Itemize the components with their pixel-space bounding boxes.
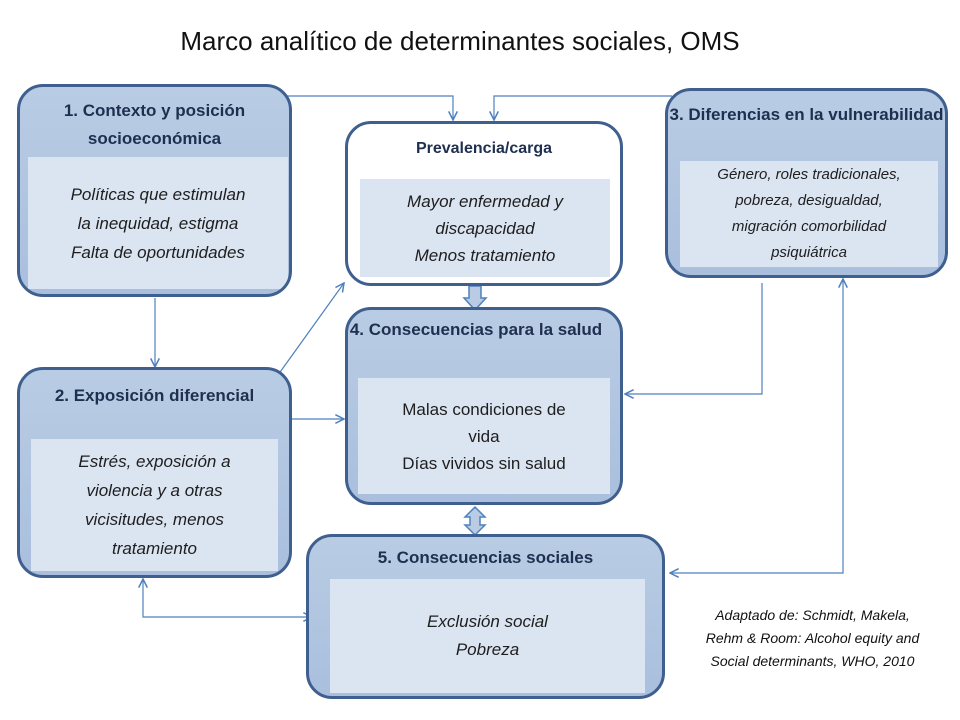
box1-body: Políticas que estimulan la inequidad, es… xyxy=(28,157,288,289)
box3-body: Género, roles tradicionales, pobreza, de… xyxy=(680,161,938,267)
block-arrow-updown xyxy=(463,505,487,537)
arrow-box1-to-prevalence xyxy=(285,95,453,120)
box-prevalence: Prevalencia/carga Mayor enfermedad y dis… xyxy=(345,121,623,286)
box-health-consequences: 4. Consecuencias para la salud Malas con… xyxy=(345,307,623,505)
box2-body: Estrés, exposición a violencia y a otras… xyxy=(31,439,278,571)
arrow-box2-to-prevalence xyxy=(277,283,344,376)
box3-title: 3. Diferencias en la vulnerabilidad xyxy=(669,105,944,124)
box4-body: Malas condiciones de vida Días vividos s… xyxy=(358,378,610,494)
box-vulnerability: 3. Diferencias en la vulnerabilidad Géne… xyxy=(665,88,948,278)
prevalence-title: Prevalencia/carga xyxy=(415,140,553,157)
box4-title: 4. Consecuencias para la salud xyxy=(349,320,603,339)
arrow-box3-to-box4 xyxy=(625,283,763,394)
page-title: Marco analítico de determinantes sociale… xyxy=(180,26,740,56)
box-differential-exposure: 2. Exposición diferencial Estrés, exposi… xyxy=(17,367,292,578)
arrow-box3-to-prevalence xyxy=(494,95,672,120)
box5-body: Exclusión social Pobreza xyxy=(330,579,645,693)
prevalence-body: Mayor enfermedad y discapacidad Menos tr… xyxy=(360,179,610,277)
box2-title: 2. Exposición diferencial xyxy=(54,386,255,405)
arrow-box5-box3 xyxy=(670,279,843,573)
box5-title: 5. Consecuencias sociales xyxy=(377,548,594,567)
box-social-consequences: 5. Consecuencias sociales Exclusión soci… xyxy=(306,534,665,699)
box1-title: 1. Contexto y posición socioeconómica xyxy=(63,101,246,148)
arrow-box2-box5 xyxy=(143,579,312,617)
source-citation: Adaptado de: Schmidt, Makela, Rehm & Roo… xyxy=(705,607,920,669)
box-context-position: 1. Contexto y posición socioeconómica Po… xyxy=(17,84,292,297)
